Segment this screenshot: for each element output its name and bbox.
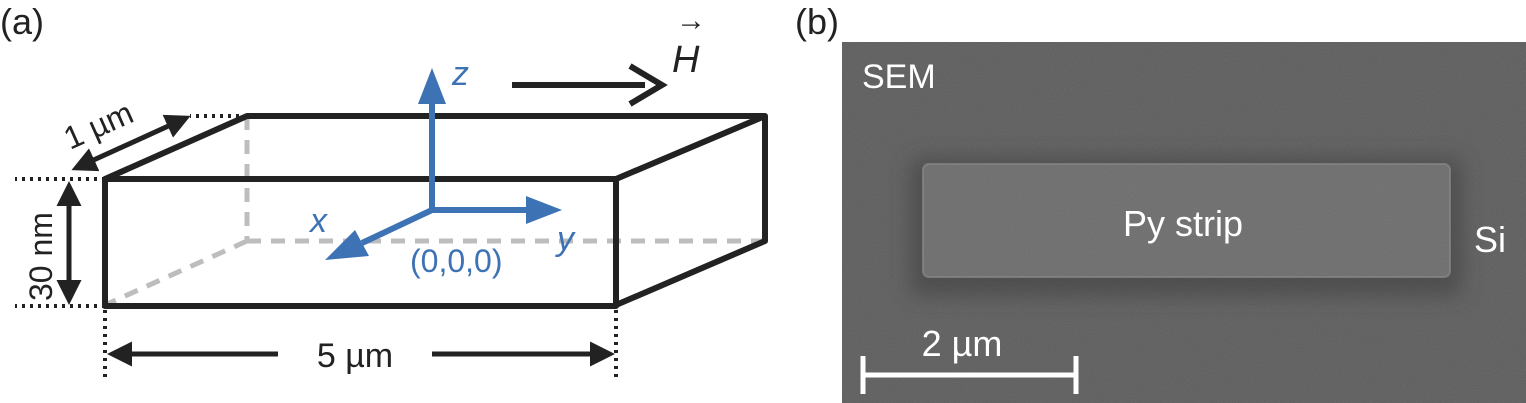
- panel-a: (a) 1 µm 30 nm 5 µ: [0, 1, 768, 378]
- z-axis-arrowhead: [418, 68, 446, 104]
- coordinate-axes: [325, 68, 562, 260]
- side-face-edges: [614, 116, 768, 308]
- x-axis: [360, 207, 434, 246]
- y-axis-arrowhead: [526, 196, 562, 224]
- field-label: H: [672, 39, 700, 81]
- sem-image: [842, 42, 1526, 403]
- thickness-label: 30 nm: [23, 212, 59, 301]
- scale-bar-label: 2 µm: [922, 323, 1003, 364]
- scale-bar: [860, 356, 1079, 394]
- width-dimension-arrow: [71, 114, 191, 172]
- panel-b: (b) SEM Py strip Si 2 µm: [795, 1, 1526, 403]
- z-axis-label: z: [451, 55, 469, 93]
- field-arrow: [512, 63, 668, 107]
- strip-label: Py strip: [1123, 203, 1243, 244]
- hidden-edge-diagonal: [103, 238, 249, 308]
- field-vector-arrow-glyph: →: [676, 4, 706, 37]
- x-axis-label: x: [308, 202, 328, 240]
- substrate-label: Si: [1474, 219, 1506, 260]
- panel-b-label: (b): [795, 1, 839, 42]
- dimension-arrows: [56, 114, 615, 367]
- dimension-extension-lines: [15, 114, 618, 378]
- hidden-edges: [103, 116, 765, 308]
- panel-a-label: (a): [0, 1, 44, 42]
- length-label: 5 µm: [317, 337, 393, 375]
- front-face: [102, 176, 619, 309]
- x-axis-arrowhead: [325, 230, 369, 260]
- sem-label: SEM: [862, 58, 936, 96]
- origin-label: (0,0,0): [410, 243, 502, 279]
- y-axis-label: y: [555, 220, 576, 258]
